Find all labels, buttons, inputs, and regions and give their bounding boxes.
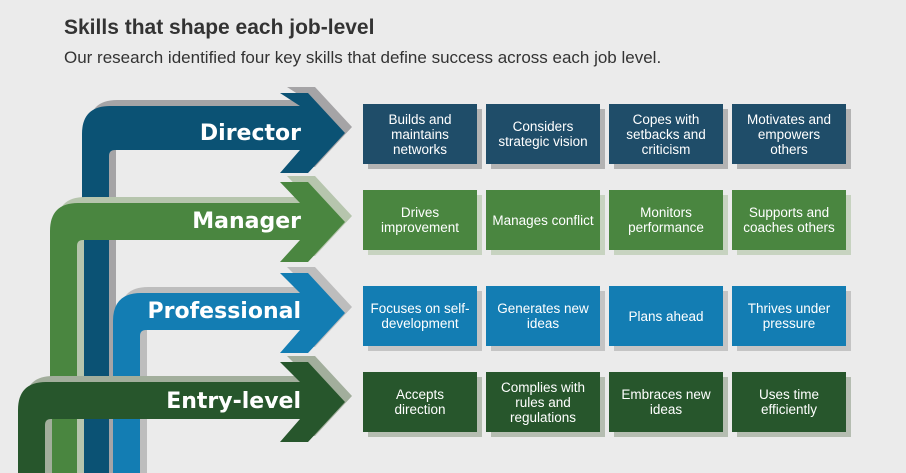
skill-box-manager: Drives improvement (363, 190, 477, 250)
skill-box-professional: Thrives under pressure (732, 286, 846, 346)
skill-label: Plans ahead (628, 308, 704, 324)
skill-label: Monitors performance (628, 205, 704, 235)
skill-box-director: Motivates and empowers others (732, 104, 846, 164)
skill-box-manager: Monitors performance (609, 190, 723, 250)
skill-label: Accepts direction (394, 387, 446, 417)
skill-box-professional: Plans ahead (609, 286, 723, 346)
skill-label: Builds and maintains networks (388, 111, 452, 157)
skill-label: Thrives under pressure (747, 301, 831, 331)
skill-label: Generates new ideas (497, 301, 589, 331)
skill-box-entry-level: Embraces new ideas (609, 372, 723, 432)
skill-label: Drives improvement (380, 205, 460, 235)
skill-box-professional: Generates new ideas (486, 286, 600, 346)
skill-box-manager: Supports and coaches others (732, 190, 846, 250)
skill-label: Complies with rules and regulations (500, 379, 586, 425)
skill-label: Focuses on self-development (370, 301, 470, 331)
level-label-professional: Professional (147, 299, 301, 324)
skill-label: Copes with setbacks and criticism (626, 111, 706, 157)
skill-label: Motivates and empowers others (746, 111, 832, 157)
skill-label: Embraces new ideas (621, 387, 711, 417)
arrow-professional (113, 273, 345, 473)
page-subtitle: Our research identified four key skills … (64, 48, 662, 67)
skill-label: Manages conflict (492, 212, 594, 228)
skill-box-entry-level: Accepts direction (363, 372, 477, 432)
skill-label: Considers strategic vision (498, 119, 588, 149)
skill-box-director: Builds and maintains networks (363, 104, 477, 164)
arrow-director (82, 93, 345, 473)
page-title: Skills that shape each job-level (64, 16, 375, 39)
level-label-manager: Manager (192, 209, 301, 234)
arrow-entry-level (18, 362, 345, 473)
level-label-director: Director (199, 121, 301, 146)
skill-box-entry-level: Complies with rules and regulations (486, 372, 600, 432)
skill-box-director: Considers strategic vision (486, 104, 600, 164)
level-label-entry-level: Entry-level (166, 389, 301, 414)
skill-box-manager: Manages conflict (486, 190, 600, 250)
skill-box-director: Copes with setbacks and criticism (609, 104, 723, 164)
skill-label: Supports and coaches others (743, 205, 835, 235)
arrow-manager (50, 182, 345, 473)
skill-label: Uses time efficiently (758, 387, 819, 417)
skill-box-entry-level: Uses time efficiently (732, 372, 846, 432)
skill-box-professional: Focuses on self-development (363, 286, 477, 346)
